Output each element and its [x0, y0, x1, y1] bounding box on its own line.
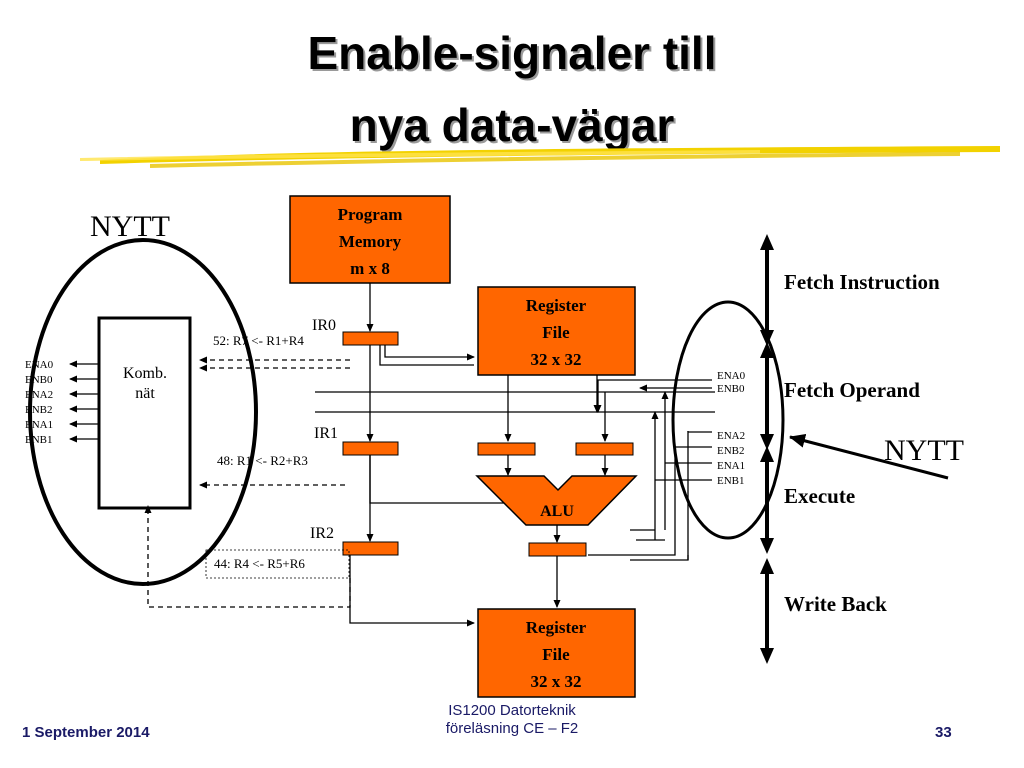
instr2-text: 44: R4 <- R5+R6 [214, 556, 305, 571]
register-file-top-block [477, 286, 636, 376]
komb-signal-group: ENA0 ENB0 ENA2 ENB2 ENA1 ENB1 [25, 359, 99, 446]
register-file-bottom-block [477, 608, 636, 698]
instr2-box [205, 549, 350, 579]
ir2-register [342, 541, 399, 556]
instr1-text: 48: R1 <- R2+R3 [217, 453, 308, 468]
program-memory-label-1: Program [338, 205, 403, 224]
instr0-text: 52: R7 <- R1+R4 [213, 333, 304, 348]
footer-course: IS1200 Datorteknik föreläsning CE – F2 [362, 702, 662, 738]
footer-course-line1: IS1200 Datorteknik [448, 702, 576, 719]
stage-arrows [760, 234, 774, 664]
komb-signal-enb2: ENB2 [25, 404, 53, 416]
right-signal-ena0: ENA0 [717, 370, 746, 382]
operand-a-latch [477, 442, 536, 456]
ir1-register [342, 441, 399, 456]
slide-title-line1: Enable-signaler till [307, 27, 717, 79]
register-file-top-label-3: 32 x 32 [531, 350, 582, 369]
title-underline-swoosh [80, 146, 1000, 168]
nytt-left-ellipse [28, 238, 258, 586]
right-signal-ena2: ENA2 [717, 430, 745, 442]
stage-fetch-operand: Fetch Operand [784, 378, 920, 402]
stage-execute: Execute [784, 484, 855, 508]
nytt-right-ellipse [671, 300, 785, 540]
register-file-bottom-label-3: 32 x 32 [531, 672, 582, 691]
ir1-label: IR1 [314, 425, 338, 442]
register-file-top-label-1: Register [526, 296, 587, 315]
result-latch [528, 542, 587, 557]
right-signal-enb1: ENB1 [717, 475, 745, 487]
ir2-label: IR2 [310, 525, 334, 542]
program-memory-label-2: Memory [339, 232, 402, 251]
nytt-left-label: NYTT [90, 210, 170, 243]
footer-course-line2: föreläsning CE – F2 [445, 720, 579, 737]
komb-label-2: nät [135, 385, 155, 402]
komb-signal-enb0: ENB0 [25, 374, 53, 386]
komb-signal-ena2: ENA2 [25, 389, 53, 401]
stage-fetch-instruction: Fetch Instruction [784, 270, 940, 294]
register-file-bottom-label-2: File [542, 645, 570, 664]
stage-write-back: Write Back [784, 592, 887, 616]
komb-signal-enb1: ENB1 [25, 434, 53, 446]
komb-signal-ena0: ENA0 [25, 359, 54, 371]
ir0-label: IR0 [312, 317, 336, 334]
ir0-register [342, 331, 399, 346]
right-signal-enb2: ENB2 [717, 445, 745, 457]
right-signal-enb0: ENB0 [717, 383, 745, 395]
alu-block [475, 475, 638, 526]
nytt-right-label: NYTT [884, 434, 964, 467]
right-signal-ena1: ENA1 [717, 460, 745, 472]
komb-signal-ena1: ENA1 [25, 419, 53, 431]
nytt-right-pointer [789, 433, 949, 480]
footer-page-number: 33 [935, 724, 952, 741]
program-memory-label-3: m x 8 [350, 259, 390, 278]
register-file-bottom-label-1: Register [526, 618, 587, 637]
operand-b-latch [575, 442, 634, 456]
komb-label-1: Komb. [123, 365, 167, 382]
alu-label: ALU [540, 503, 574, 520]
komb-box [97, 316, 192, 510]
register-file-top-label-2: File [542, 323, 570, 342]
footer-date: 1 September 2014 [22, 724, 150, 741]
slide-title-line2: nya data-vägar [349, 99, 675, 151]
